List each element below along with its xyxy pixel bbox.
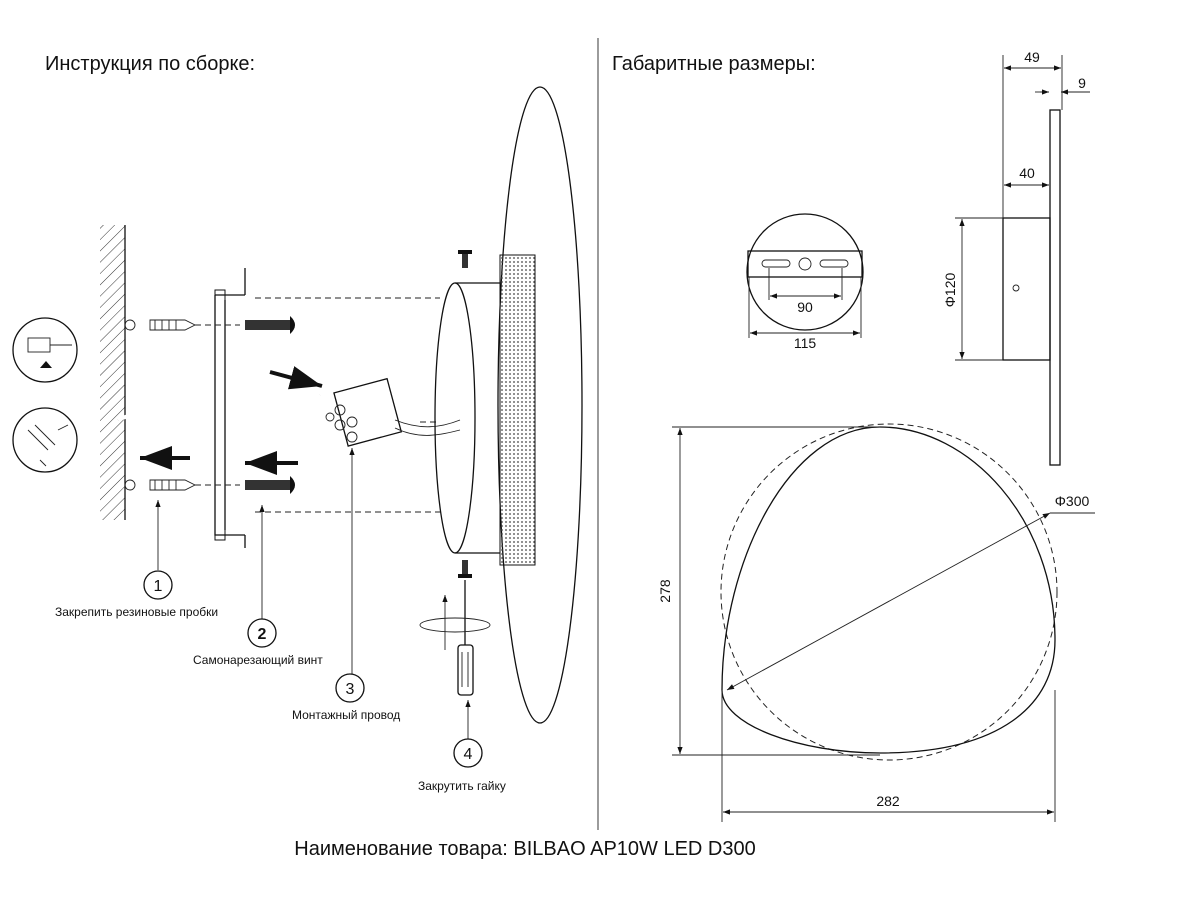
product-name: Наименование товара: BILBAO AP10W LED D3… [294, 838, 755, 860]
dim-282: 282 [876, 793, 900, 809]
step-2: 2 Самонарезающий винт [193, 618, 323, 667]
assembly-instructions-title: Инструкция по сборке: [45, 53, 255, 75]
dimensions-title: Габаритные размеры: [612, 53, 816, 75]
mounting-bracket [214, 268, 246, 548]
step-label: Монтажный провод [292, 708, 400, 722]
wall-hole [124, 479, 136, 491]
step-number: 2 [258, 626, 267, 643]
step-1: 1 Закрепить резиновые пробки [55, 570, 218, 619]
hands-icon [12, 407, 78, 473]
step-3: 3 Монтажный провод [292, 673, 400, 722]
dim-49: 49 [1024, 49, 1040, 65]
dim-phi120: Φ120 [942, 273, 958, 308]
screwdriver-icon [419, 580, 491, 696]
dim-115: 115 [794, 335, 817, 351]
drill-icon [12, 317, 78, 383]
lamp-body [434, 86, 583, 724]
wall-hole [124, 319, 136, 331]
self-tapping-screw [245, 476, 295, 494]
front-view [672, 423, 1095, 822]
self-tapping-screw [245, 316, 295, 334]
step-label: Закрепить резиновые пробки [55, 605, 218, 619]
step-number: 4 [464, 746, 473, 763]
step-number: 3 [346, 681, 355, 698]
terminal-block [325, 377, 461, 447]
direction-arrow [269, 366, 323, 390]
wall [100, 225, 126, 520]
dim-90: 90 [797, 299, 813, 315]
step-label: Самонарезающий винт [193, 653, 323, 667]
base-top-view [746, 213, 864, 338]
bottom-screw [458, 560, 472, 578]
step-number: 1 [154, 578, 163, 595]
side-view [955, 55, 1090, 466]
dim-40: 40 [1019, 165, 1035, 181]
top-screw [458, 250, 472, 268]
rubber-dowel [149, 479, 197, 491]
rubber-dowel [149, 319, 197, 331]
dim-9: 9 [1078, 75, 1086, 91]
dim-phi300: Φ300 [1055, 493, 1090, 509]
step-4: 4 Закрутить гайку [418, 738, 506, 793]
dim-278: 278 [657, 579, 673, 603]
step-label: Закрутить гайку [418, 779, 506, 793]
